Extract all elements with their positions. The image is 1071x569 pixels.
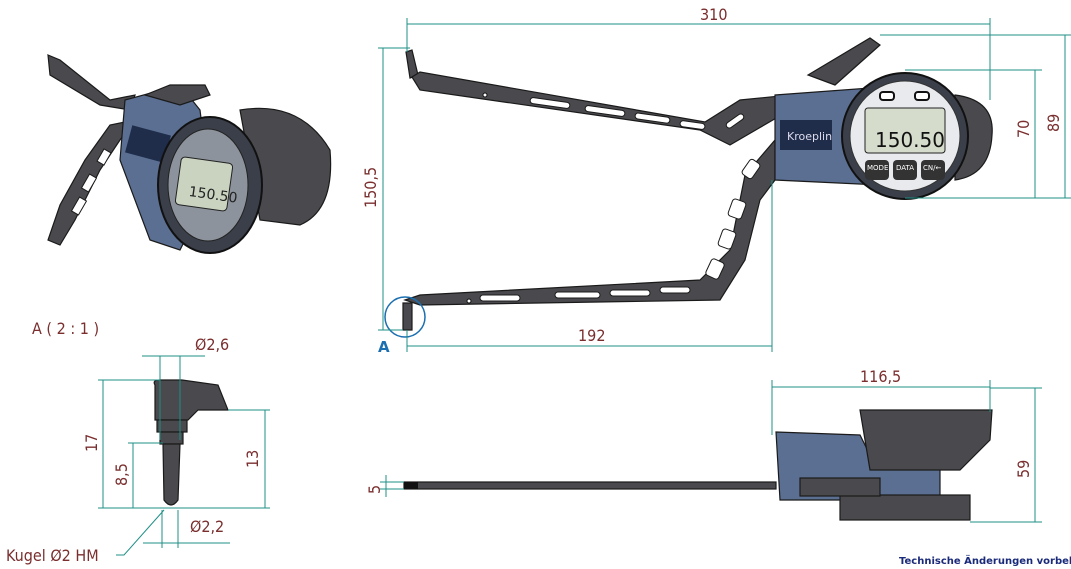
- detail-title: A ( 2 : 1 ): [32, 319, 99, 338]
- iso-display: 150.50: [188, 184, 239, 207]
- dim-dia-2-6: Ø2,6: [195, 335, 229, 354]
- dim-17: 17: [82, 434, 101, 452]
- button-data: DATA: [896, 164, 914, 172]
- dim-310: 310: [700, 5, 727, 24]
- dim-8-5: 8,5: [112, 463, 131, 486]
- dim-dia-2-2: Ø2,2: [190, 517, 224, 536]
- dim-192: 192: [578, 326, 605, 345]
- side-dimensions: [380, 380, 1042, 523]
- detail-view: [98, 355, 270, 556]
- front-view: Kroeplin 150.50 MODE DATA CN/←: [384, 37, 993, 338]
- ball-note: Kugel Ø2 HM: [6, 546, 99, 565]
- front-dimensions: [378, 18, 1071, 352]
- dim-59: 59: [1014, 460, 1033, 478]
- dim-13: 13: [243, 450, 262, 468]
- footer-note: Technische Änderungen vorbehalten: [899, 553, 1071, 567]
- detail-circle-a: [384, 296, 426, 338]
- button-cn: CN/←: [923, 164, 941, 172]
- dim-89: 89: [1044, 114, 1063, 132]
- brand-logo: Kroeplin: [787, 130, 832, 143]
- dim-150-5: 150,5: [361, 167, 380, 208]
- dim-116-5: 116,5: [860, 367, 901, 386]
- view-marker-a: A: [378, 338, 390, 356]
- side-view: [403, 409, 993, 521]
- dim-70: 70: [1014, 120, 1033, 138]
- dim-5: 5: [365, 485, 384, 494]
- button-mode: MODE: [867, 164, 888, 172]
- isometric-view: 150.50: [47, 54, 332, 254]
- display-value: 150.50: [875, 128, 945, 152]
